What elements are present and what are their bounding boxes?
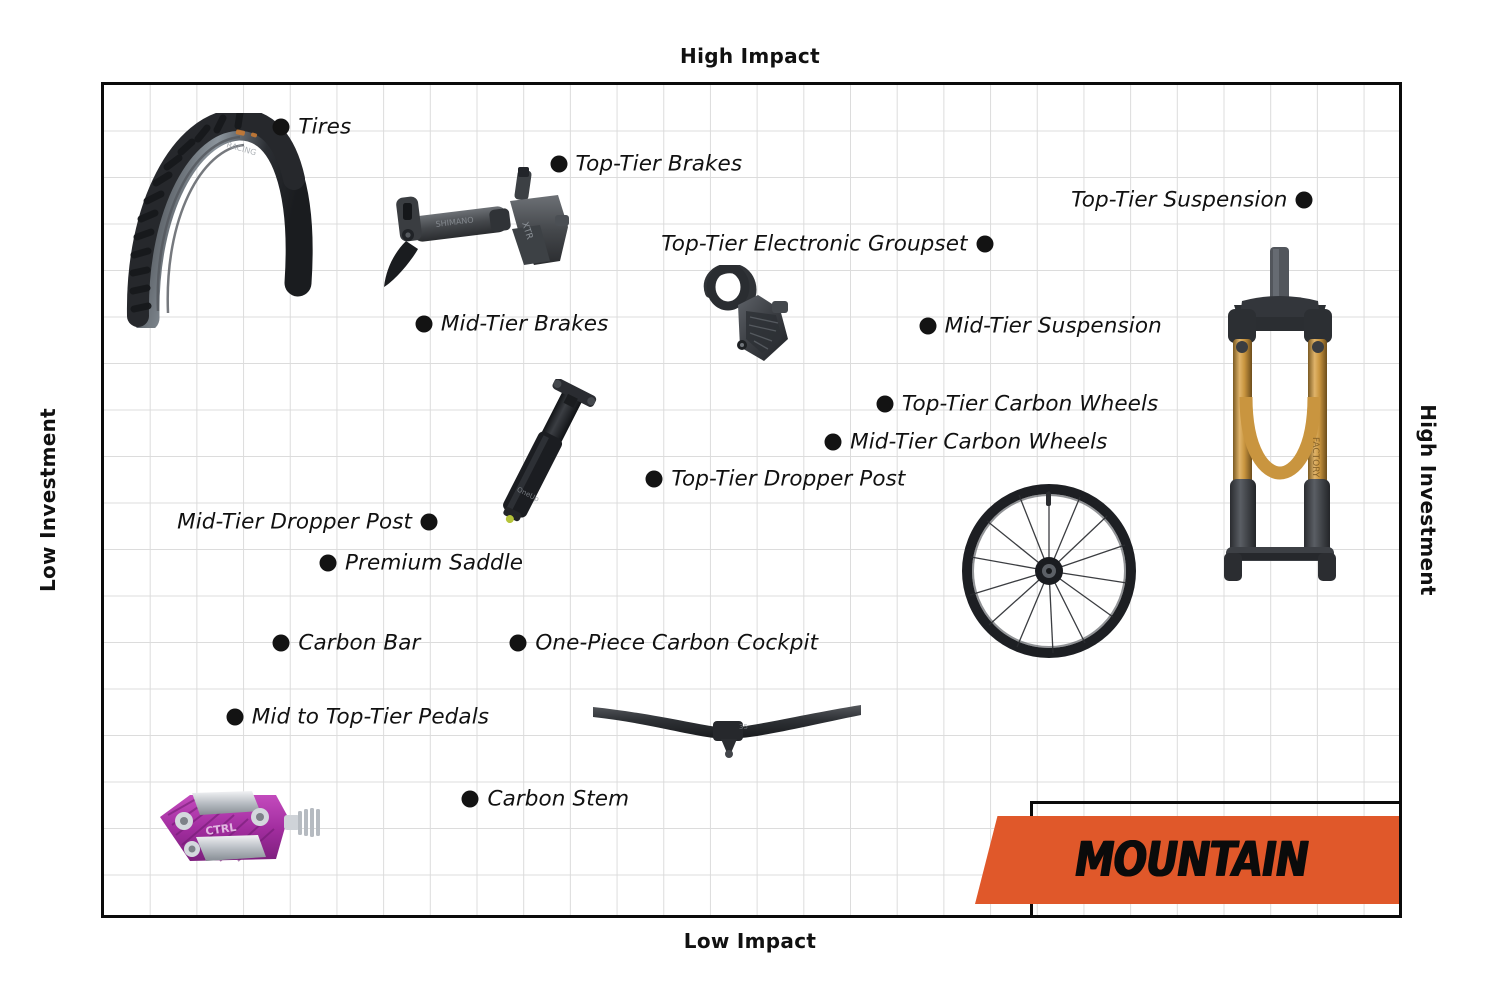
data-point-label: Mid-Tier Carbon Wheels	[850, 429, 1108, 455]
svg-text:FACTORY: FACTORY	[1310, 437, 1320, 478]
data-point-marker[interactable]	[226, 708, 244, 726]
data-point-label: Top-Tier Dropper Post	[671, 466, 906, 492]
data-point-marker[interactable]	[319, 554, 337, 572]
data-point-marker[interactable]	[461, 790, 479, 808]
data-point-label: Mid to Top-Tier Pedals	[251, 704, 490, 730]
data-point-marker[interactable]	[976, 235, 994, 253]
data-point-label: Top-Tier Suspension	[1071, 187, 1288, 213]
data-point-label: One-Piece Carbon Cockpit	[535, 630, 819, 656]
data-point-label: Top-Tier Electronic Groupset	[661, 231, 968, 257]
legend-banner: MOUNTAIN	[975, 816, 1399, 904]
data-point-marker[interactable]	[415, 315, 433, 333]
data-point-label: Tires	[298, 114, 352, 139]
mtb-tire-photo: RACING	[126, 113, 313, 328]
clipless-pedal-photo: CTRL	[160, 791, 320, 862]
legend-label: MOUNTAIN	[1074, 832, 1309, 888]
axis-label-high-impact: High Impact	[680, 44, 820, 68]
data-point-marker[interactable]	[509, 634, 527, 652]
data-point-label: Top-Tier Carbon Wheels	[901, 391, 1159, 417]
data-point-marker[interactable]	[824, 433, 842, 451]
data-point-label: Carbon Stem	[487, 786, 630, 812]
svg-text:CTRL: CTRL	[205, 821, 238, 838]
data-point-marker[interactable]	[272, 118, 290, 135]
data-point-label: Top-Tier Brakes	[575, 151, 743, 177]
data-point-label: Mid-Tier Suspension	[944, 313, 1162, 339]
carbon-handlebar-photo: 35	[593, 705, 861, 758]
axis-label-low-investment: Low Investment	[36, 407, 60, 593]
data-point-marker[interactable]	[919, 317, 937, 335]
dropper-post-photo: OneUp	[503, 379, 597, 524]
carbon-wheel-photo	[962, 484, 1136, 658]
data-point-marker[interactable]	[1295, 191, 1313, 209]
data-point-marker[interactable]	[876, 395, 894, 413]
data-point-marker[interactable]	[420, 513, 438, 531]
data-point-marker[interactable]	[645, 470, 663, 488]
data-point-label: Carbon Bar	[298, 630, 421, 656]
axis-label-low-impact: Low Impact	[683, 929, 817, 953]
plot-area: RACING SHIMANO	[101, 82, 1402, 918]
electronic-derailleur-photo	[703, 265, 788, 361]
axis-label-high-investment: High Investment	[1416, 404, 1440, 596]
svg-text:35: 35	[739, 723, 748, 731]
data-point-marker[interactable]	[272, 634, 290, 652]
suspension-fork-photo: FACTORY	[1224, 247, 1336, 581]
data-point-label: Mid-Tier Brakes	[440, 311, 609, 337]
disc-brake-set-photo: SHIMANO XTR	[384, 167, 569, 287]
data-point-label: Mid-Tier Dropper Post	[177, 509, 413, 535]
data-point-label: Premium Saddle	[345, 550, 524, 576]
data-point-marker[interactable]	[550, 155, 568, 173]
